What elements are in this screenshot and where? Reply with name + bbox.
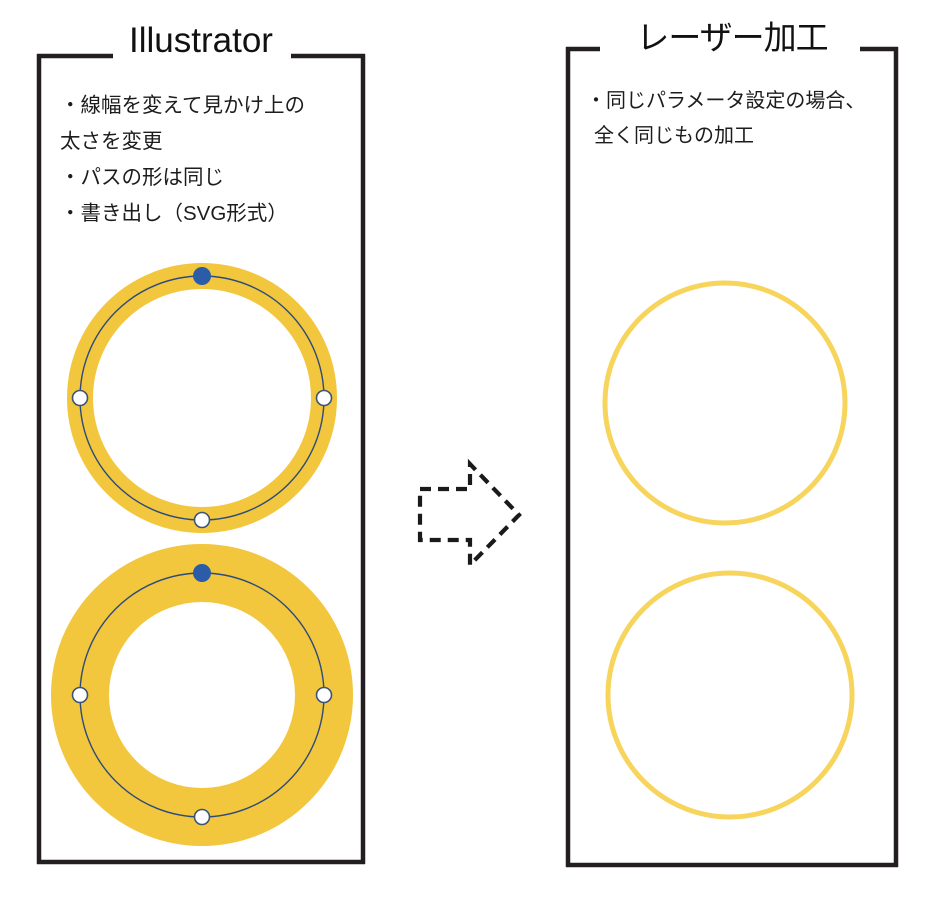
bullet-item: ・同じパラメータ設定の場合、 (586, 90, 866, 112)
path-outline-thin (79, 275, 325, 521)
anchor-point-bottom[interactable] (193, 511, 211, 529)
dashed-right-arrow-icon (417, 458, 522, 571)
illustrator-thick-stroke-circle (51, 544, 353, 846)
bullet-item: ・書き出し（SVG形式） (60, 202, 288, 225)
bullet-item-continuation: 全く同じもの加工 (594, 125, 754, 147)
laser-cut-circle-bottom (605, 570, 855, 820)
bullet-item: ・パスの形は同じ (60, 166, 224, 189)
right-panel-title: レーザー加工 (636, 19, 828, 56)
stroke-band-thick (51, 544, 353, 846)
right-panel-bullet-list: ・同じパラメータ設定の場合、 全く同じもの加工 (586, 84, 896, 154)
bullet-item: ・線幅を変えて見かけ上の (60, 94, 305, 117)
path-outline-thick (79, 572, 325, 818)
left-panel-title: Illustrator (129, 21, 273, 60)
left-panel-bullet-list: ・線幅を変えて見かけ上の 太さを変更 ・パスの形は同じ ・書き出し（SVG形式） (60, 88, 360, 232)
anchor-point-right[interactable] (315, 389, 333, 407)
anchor-point-top-selected[interactable] (193, 564, 211, 582)
bullet-item-continuation: 太さを変更 (60, 130, 163, 153)
stroke-band-thin (67, 263, 337, 533)
laser-cut-circle-top (602, 280, 848, 526)
anchor-point-bottom[interactable] (193, 808, 211, 826)
anchor-point-right[interactable] (315, 686, 333, 704)
arrow-outline (417, 458, 522, 571)
anchor-point-top-selected[interactable] (193, 267, 211, 285)
illustrator-thin-stroke-circle (67, 263, 337, 533)
right-panel-frame (565, 46, 899, 868)
anchor-point-left[interactable] (71, 389, 89, 407)
anchor-point-left[interactable] (71, 686, 89, 704)
